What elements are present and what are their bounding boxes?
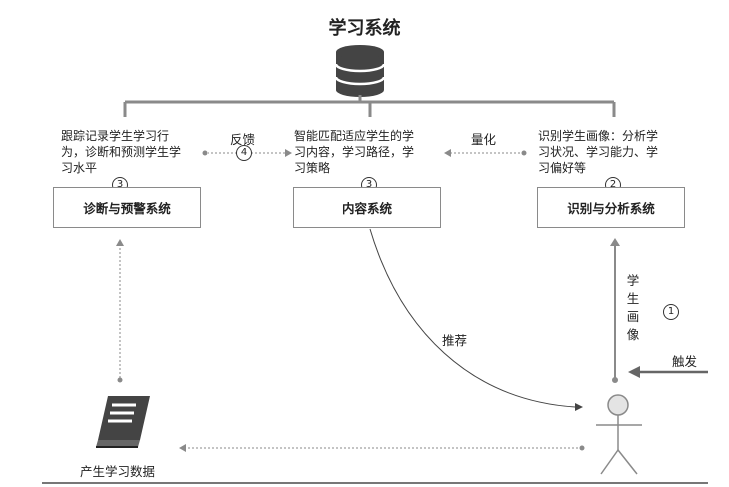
- database-icon: [334, 45, 386, 97]
- student-icon: [596, 394, 642, 475]
- recommend-label: 推荐: [442, 333, 468, 348]
- step-number-portrait: 1: [663, 304, 679, 320]
- diagram-title: 学习系统: [328, 18, 401, 39]
- quantify-arrow: [444, 149, 527, 157]
- quantify-label: 量化: [471, 132, 497, 147]
- recommend-arrow: [369, 228, 583, 411]
- step-number-feedback: 4: [236, 145, 252, 161]
- feedback-label: 反馈: [230, 132, 256, 147]
- portrait-arrow: [610, 238, 620, 383]
- recognition-description: 识别学生画像：分析学 习状况、学习能力、学 习偏好等: [538, 129, 659, 175]
- trigger-label: 触发: [672, 354, 698, 369]
- system-bracket: [123, 95, 616, 117]
- diagnosis-description: 跟踪记录学生学习行 为，诊断和预测学生学 习水平: [61, 129, 182, 175]
- feedback-arrow: [202, 149, 292, 157]
- trigger-arrow: [628, 366, 708, 378]
- student-portrait-label: 学 生 画 像: [626, 273, 640, 342]
- diagnosis-system-box: 诊断与预警系统: [53, 187, 201, 228]
- data-to-diagnosis-arrow: [116, 239, 124, 383]
- content-system-box: 内容系统: [293, 187, 441, 228]
- book-icon: [96, 396, 150, 448]
- recognition-system-box: 识别与分析系统: [537, 187, 685, 228]
- data-generation-arrow: [179, 444, 585, 452]
- data-source-label: 产生学习数据: [80, 464, 156, 479]
- content-description: 智能匹配适应学生的学 习内容，学习路径，学 习策略: [294, 129, 415, 175]
